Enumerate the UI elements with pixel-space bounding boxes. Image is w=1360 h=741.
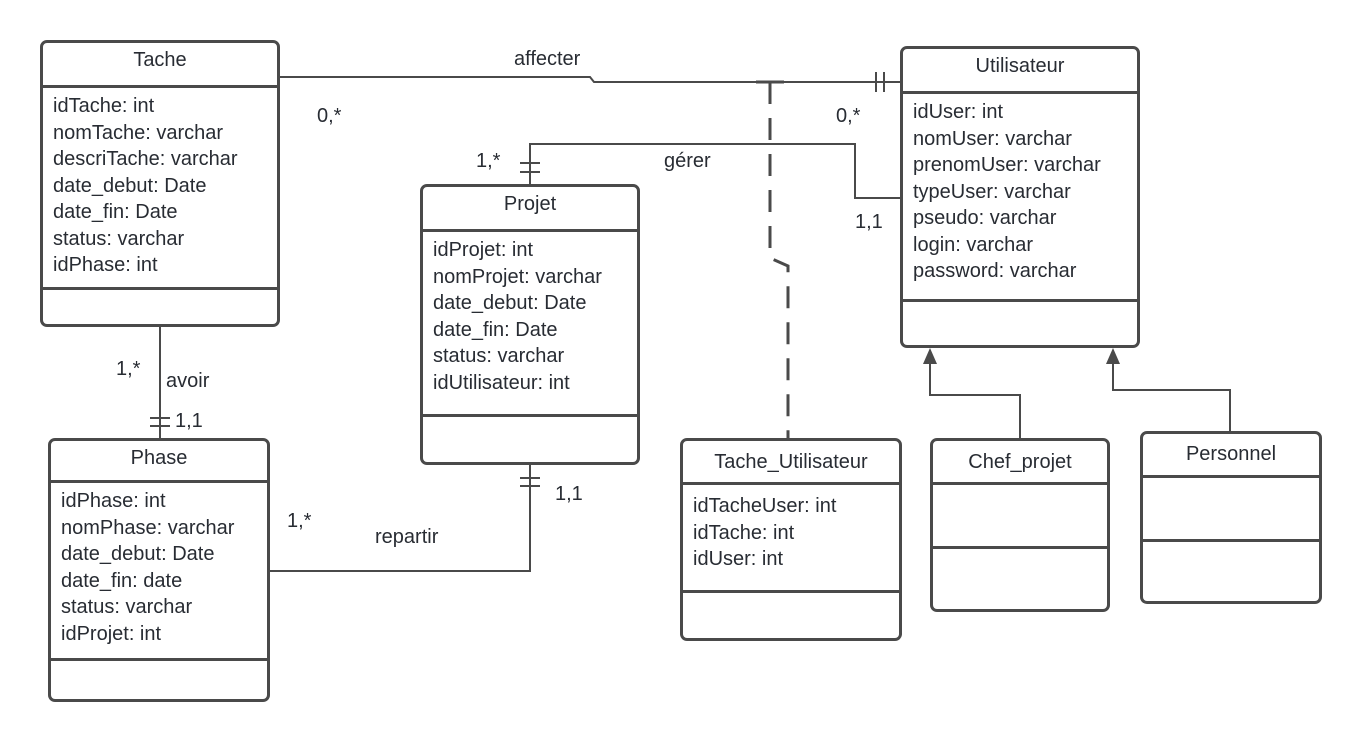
attribute: idPhase: int [53,254,158,276]
attribute: status: varchar [433,345,565,367]
attribute: password: varchar [913,260,1077,282]
class-utilisateur[interactable]: Utilisateur idUser: int nomUser: varchar… [900,46,1140,348]
class-chef-projet[interactable]: Chef_projet [930,438,1110,612]
association-label-affecter: affecter [514,48,581,70]
multiplicity-phase-avoir: 1,1 [175,410,203,432]
chef-projet-inheritance-line[interactable] [929,362,1021,440]
attribute: login: varchar [913,233,1034,256]
class-name: Tache_Utilisateur [683,441,899,485]
repartir-line[interactable] [270,465,531,572]
multiplicity-user-gerer: 1,1 [855,211,883,233]
attribute: idTache: int [53,95,155,117]
multiplicity-projet-repartir: 1,1 [555,483,583,505]
multiplicity-tache-affecter: 0,* [317,105,342,127]
attribute: status: varchar [61,596,193,618]
affecter-line[interactable] [280,76,900,83]
association-class-dashed-line[interactable] [768,82,790,440]
gerer-line[interactable] [529,143,900,199]
multiplicity-phase-repartir: 1,* [287,510,312,532]
class-tache[interactable]: Tache idTache: int nomTache: varchar des… [40,40,280,327]
association-label-repartir: repartir [375,526,439,548]
class-name: Utilisateur [903,49,1137,94]
attribute: idPhase: int [61,490,166,512]
attribute-list: idTacheUser: int idTache: int idUser: in… [683,485,899,593]
attribute: date_debut: Date [53,174,207,197]
attribute: date_fin: Date [433,318,558,341]
class-tache-utilisateur[interactable]: Tache_Utilisateur idTacheUser: int idTac… [680,438,902,641]
attribute: date_debut: Date [61,543,215,565]
attribute: status: varchar [53,227,185,250]
class-name: Projet [423,187,637,232]
attribute: idUser: int [913,101,1004,123]
attribute: pseudo: varchar [913,207,1057,229]
attribute: nomTache: varchar [53,121,224,144]
class-personnel[interactable]: Personnel [1140,431,1322,604]
multiplicity-user-affecter: 0,* [836,105,861,127]
attribute: nomPhase: varchar [61,516,235,539]
attribute-list: idPhase: int nomPhase: varchar date_debu… [51,483,267,661]
attribute: date_fin: date [61,569,183,592]
attribute-list [933,485,1107,549]
class-name: Phase [51,441,267,483]
attribute-list: idTache: int nomTache: varchar descriTac… [43,88,277,290]
attribute: idTacheUser: int [693,495,837,517]
attribute-list: idUser: int nomUser: varchar prenomUser:… [903,94,1137,302]
attribute: nomProjet: varchar [433,265,602,288]
attribute: date_fin: Date [53,201,178,223]
attribute: date_debut: Date [433,292,587,314]
attribute: idUser: int [693,548,784,570]
attribute: prenomUser: varchar [913,154,1101,176]
class-name: Tache [43,43,277,88]
attribute-list [1143,478,1319,542]
multiplicity-projet-gerer: 1,* [476,150,501,172]
association-label-avoir: avoir [166,370,210,392]
attribute: idProjet: int [433,239,534,261]
attribute: idProjet: int [61,622,162,645]
inheritance-arrowhead-2 [1106,348,1120,364]
multiplicity-tache-avoir: 1,* [116,358,141,380]
attribute-list: idProjet: int nomProjet: varchar date_de… [423,232,637,417]
attribute: nomUser: varchar [913,127,1072,150]
class-projet[interactable]: Projet idProjet: int nomProjet: varchar … [420,184,640,465]
class-phase[interactable]: Phase idPhase: int nomPhase: varchar dat… [48,438,270,702]
class-name: Chef_projet [933,441,1107,485]
attribute: idTache: int [693,521,795,544]
class-name: Personnel [1143,434,1319,478]
attribute: idUtilisateur: int [433,371,570,394]
attribute: typeUser: varchar [913,180,1071,203]
personnel-inheritance-line[interactable] [1112,362,1231,432]
attribute: descriTache: varchar [53,148,238,170]
inheritance-arrowhead-1 [923,348,937,364]
association-label-gerer: gérer [664,150,711,172]
